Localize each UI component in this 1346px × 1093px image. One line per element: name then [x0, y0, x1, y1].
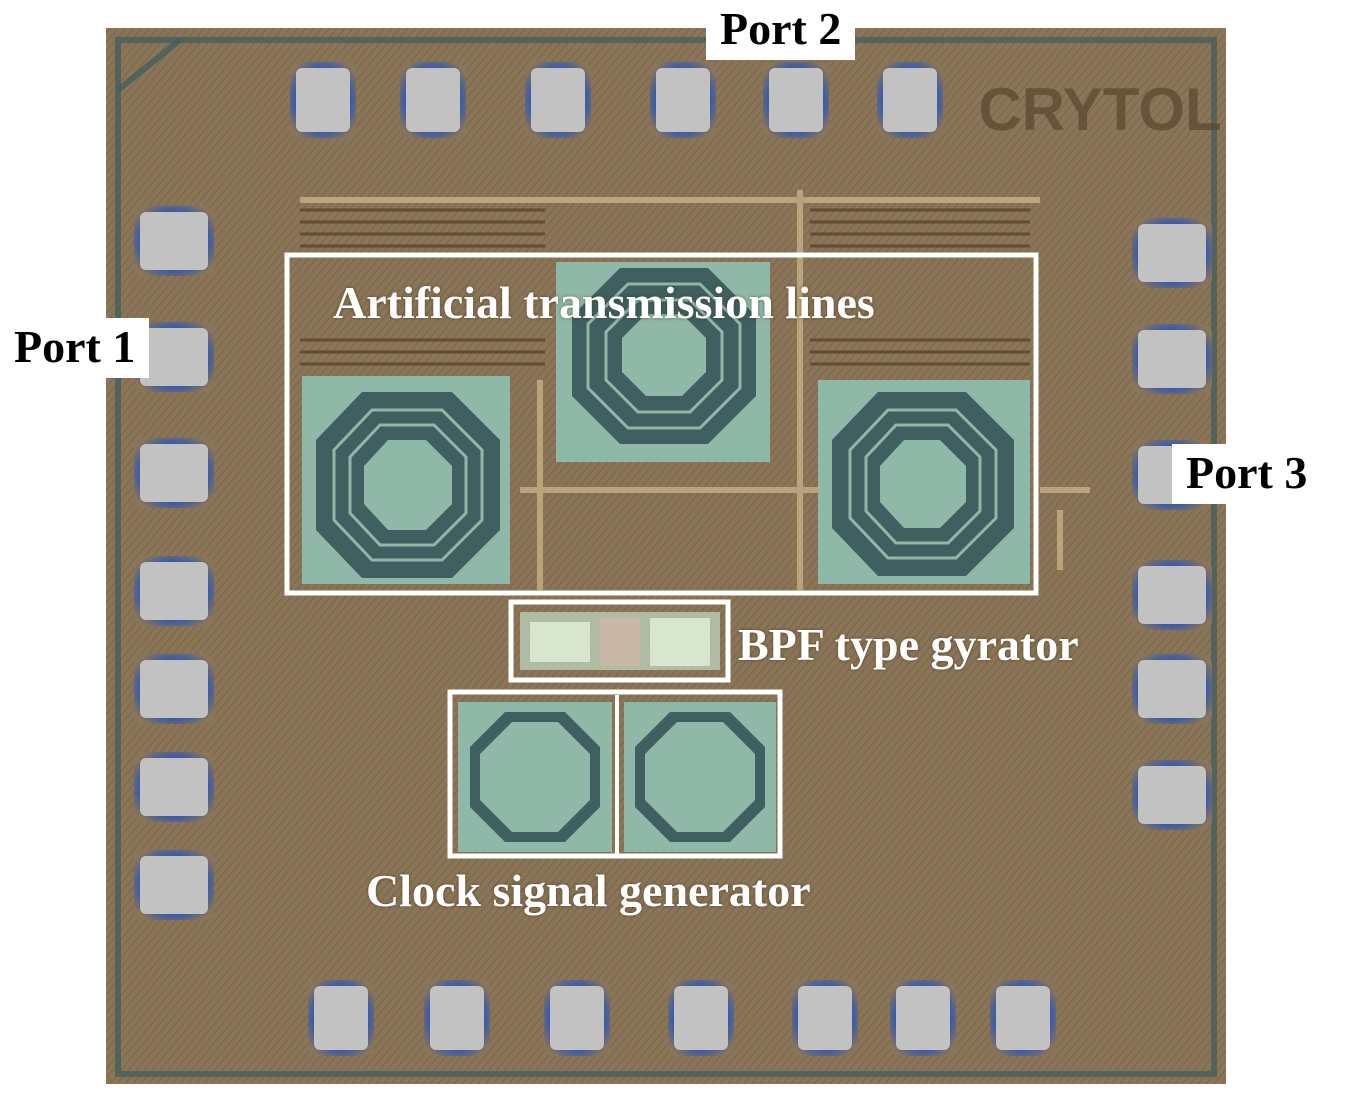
port-1-label: Port 1	[0, 318, 150, 378]
inductor-right	[818, 380, 1030, 584]
clock-inductor-left	[458, 702, 612, 852]
clock-generator-label: Clock signal generator	[366, 865, 811, 916]
port-2-label: Port 2	[706, 0, 856, 60]
atl-label: Artificial transmission lines	[333, 277, 875, 328]
gyrator-highlight-box	[508, 599, 731, 683]
gyrator-circuit	[520, 612, 720, 670]
right-pad-row	[1132, 218, 1212, 830]
inductor-top	[556, 262, 770, 462]
die-substrate	[106, 28, 1226, 1084]
capacitor-stripes	[300, 208, 1030, 366]
clock-inductor-right	[624, 702, 776, 852]
bottom-pad-row	[308, 980, 1056, 1056]
clock-highlight-box	[447, 689, 783, 859]
bpf-gyrator-label: BPF type gyrator	[738, 619, 1079, 670]
atl-highlight-box	[284, 252, 1039, 596]
chip-marking: CRYTOL	[978, 76, 1221, 143]
left-pad-row	[134, 206, 214, 920]
seal-ring	[115, 37, 1217, 1077]
inductor-left	[302, 376, 510, 584]
top-pad-row	[290, 62, 943, 138]
port-3-label: Port 3	[1172, 444, 1322, 504]
